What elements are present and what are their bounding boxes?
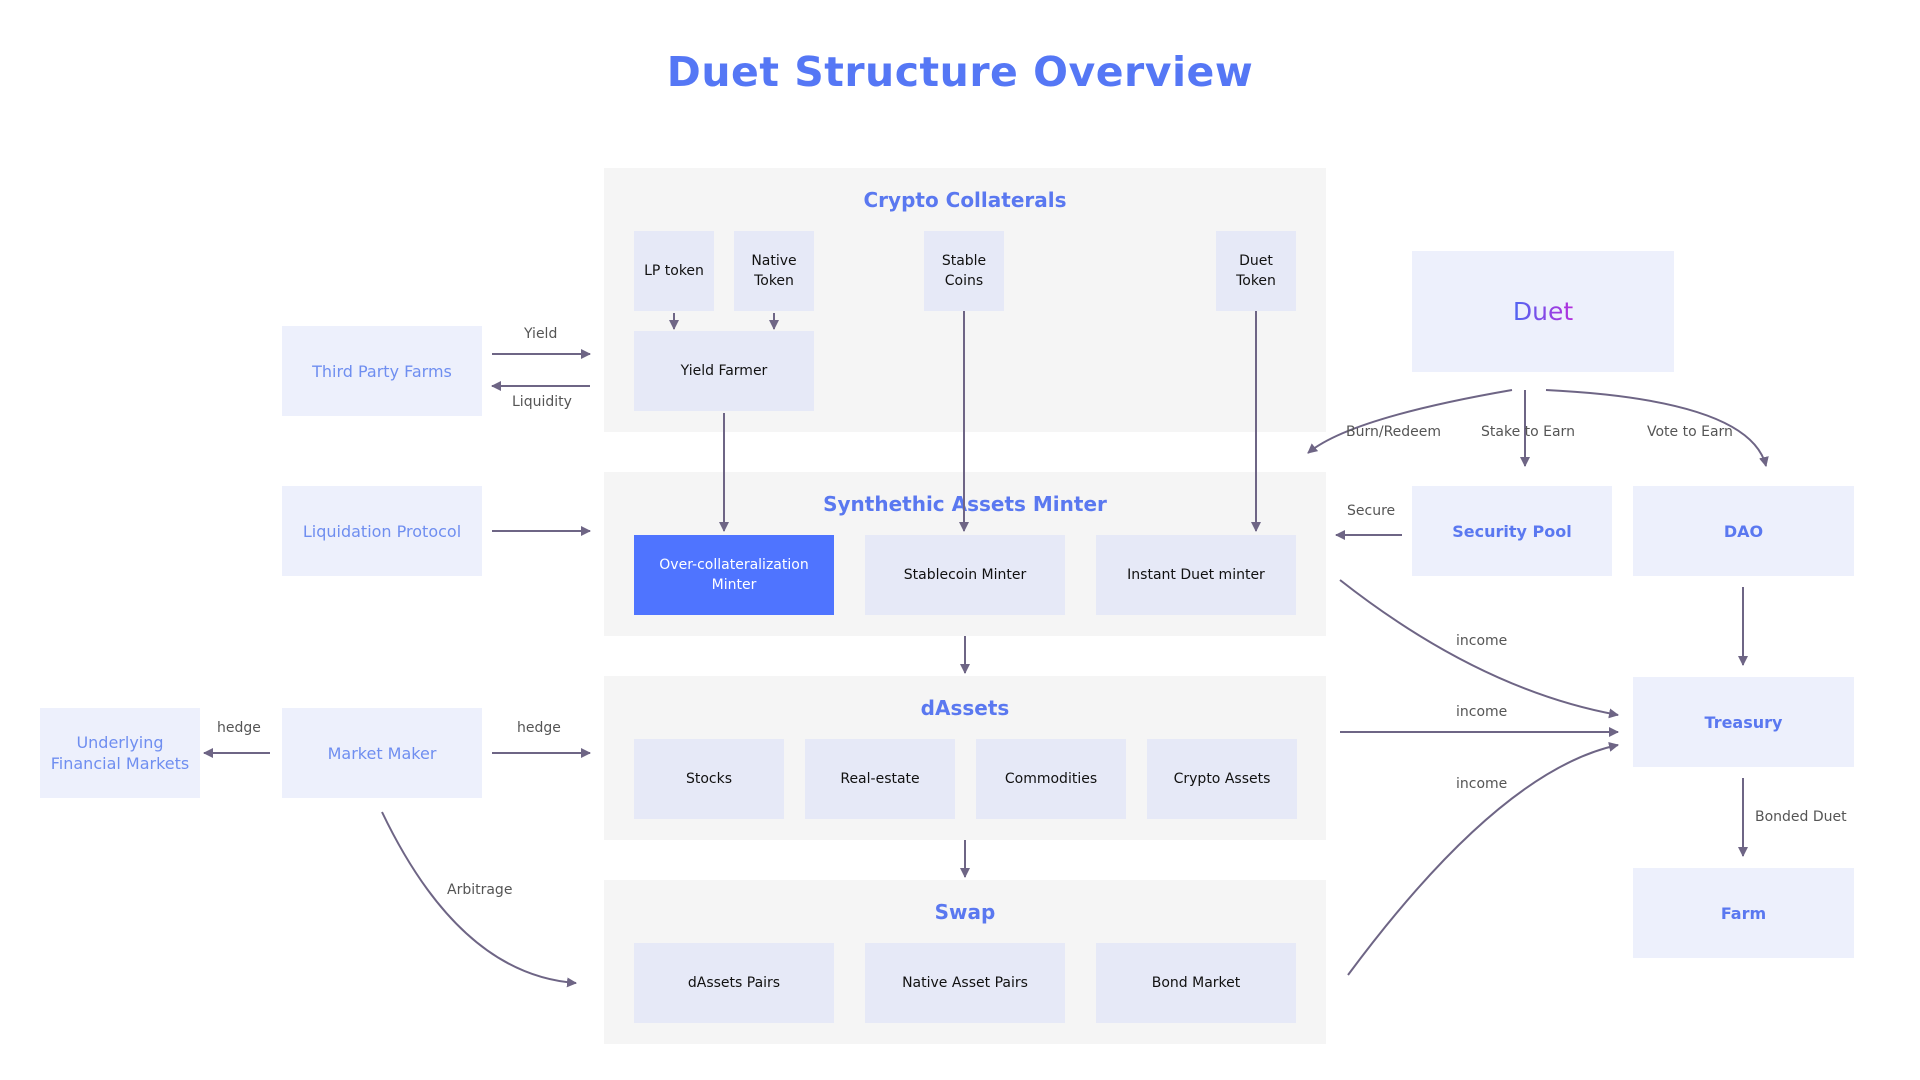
over-collateralization-minter-box: Over-collateralization Minter bbox=[634, 535, 834, 615]
stocks-box: Stocks bbox=[634, 739, 784, 819]
label-hedge-left: hedge bbox=[217, 720, 261, 736]
bond-market-box: Bond Market bbox=[1096, 943, 1296, 1023]
dao-box: DAO bbox=[1633, 486, 1854, 576]
dassets-title: dAssets bbox=[920, 696, 1010, 720]
stable-coins-box: Stable Coins bbox=[924, 231, 1004, 311]
underlying-financial-markets-box: Underlying Financial Markets bbox=[40, 708, 200, 798]
swap-title: Swap bbox=[934, 900, 996, 924]
native-asset-pairs-box: Native Asset Pairs bbox=[865, 943, 1065, 1023]
commodities-box: Commodities bbox=[976, 739, 1126, 819]
label-yield: Yield bbox=[524, 326, 558, 342]
label-secure: Secure bbox=[1347, 503, 1396, 519]
duet-box: Duet bbox=[1412, 251, 1674, 372]
security-pool-box: Security Pool bbox=[1412, 486, 1612, 576]
arrow-vote-to-earn bbox=[1545, 389, 1769, 467]
duet-label: Duet bbox=[1512, 297, 1574, 326]
native-token-box: Native Token bbox=[734, 231, 814, 311]
label-income-2: income bbox=[1456, 704, 1508, 720]
label-hedge-right: hedge bbox=[517, 720, 561, 736]
dassets-pairs-box: dAssets Pairs bbox=[634, 943, 834, 1023]
third-party-farms-box: Third Party Farms bbox=[282, 326, 482, 416]
crypto-collaterals-title: Crypto Collaterals bbox=[863, 188, 1067, 212]
lp-token-box: LP token bbox=[634, 231, 714, 311]
arrow-income-minter bbox=[1339, 579, 1619, 719]
label-bonded-duet: Bonded Duet bbox=[1755, 809, 1847, 825]
duet-token-box: Duet Token bbox=[1216, 231, 1296, 311]
page-title: Duet Structure Overview bbox=[666, 48, 1254, 96]
instant-duet-minter-box: Instant Duet minter bbox=[1096, 535, 1296, 615]
yield-farmer-box: Yield Farmer bbox=[634, 331, 814, 411]
arrow-income-swap bbox=[1347, 741, 1619, 976]
label-income-3: income bbox=[1456, 776, 1508, 792]
treasury-box: Treasury bbox=[1633, 677, 1854, 767]
liquidation-protocol-box: Liquidation Protocol bbox=[282, 486, 482, 576]
arrow-burn-redeem bbox=[1307, 389, 1513, 454]
label-stake-to-earn: Stake to Earn bbox=[1481, 424, 1575, 440]
stablecoin-minter-box: Stablecoin Minter bbox=[865, 535, 1065, 615]
arrow-arbitrage bbox=[381, 811, 577, 988]
real-estate-box: Real-estate bbox=[805, 739, 955, 819]
market-maker-box: Market Maker bbox=[282, 708, 482, 798]
label-vote-to-earn: Vote to Earn bbox=[1647, 424, 1733, 440]
label-liquidity: Liquidity bbox=[512, 394, 572, 410]
label-burn-redeem: Burn/Redeem bbox=[1346, 424, 1442, 440]
label-arbitrage: Arbitrage bbox=[447, 882, 513, 898]
crypto-assets-box: Crypto Assets bbox=[1147, 739, 1297, 819]
farm-box: Farm bbox=[1633, 868, 1854, 958]
label-income-1: income bbox=[1456, 633, 1508, 649]
